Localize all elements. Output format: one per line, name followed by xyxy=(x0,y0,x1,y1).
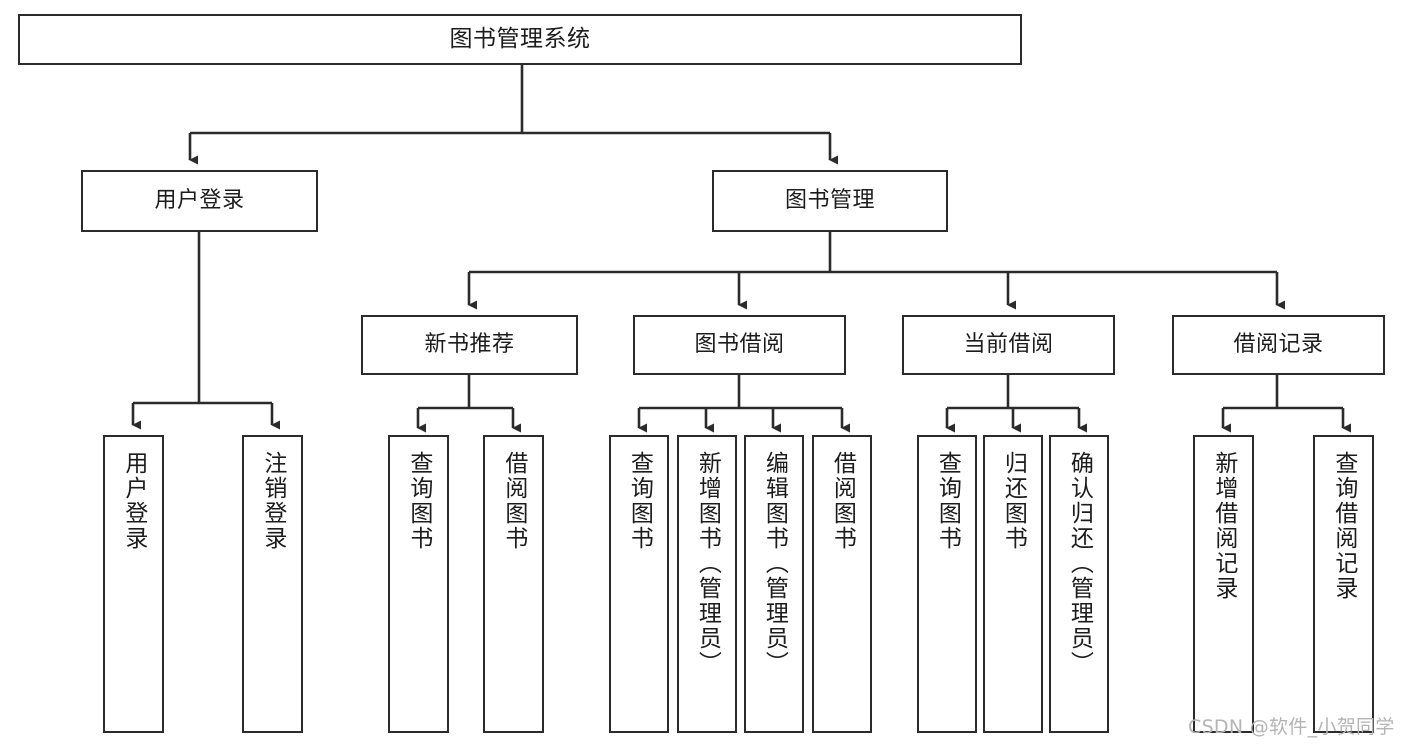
node-label: 图书管理 xyxy=(784,188,875,214)
node-label: 借阅记录 xyxy=(1233,332,1324,358)
node-label: 查询借阅记录 xyxy=(1330,451,1357,601)
leaf-add-book-admin[interactable]: 新增图书（管理员） xyxy=(677,435,737,733)
leaf-query-book-current[interactable]: 查询图书 xyxy=(917,435,977,733)
node-label: 用户登录 xyxy=(154,188,245,214)
node-label: 注销登录 xyxy=(259,451,286,551)
node-label: 查询图书 xyxy=(626,451,653,551)
node-book-borrow[interactable]: 图书借阅 xyxy=(633,315,846,375)
leaf-query-book-borrow[interactable]: 查询图书 xyxy=(609,435,669,733)
node-current-borrow[interactable]: 当前借阅 xyxy=(902,315,1115,375)
node-root-system[interactable]: 图书管理系统 xyxy=(18,14,1022,65)
leaf-logout[interactable]: 注销登录 xyxy=(242,435,303,733)
node-label: 编辑图书（管理员） xyxy=(761,451,788,676)
node-book-management[interactable]: 图书管理 xyxy=(712,170,948,232)
leaf-query-borrow-record[interactable]: 查询借阅记录 xyxy=(1313,435,1374,733)
node-label: 新增图书（管理员） xyxy=(694,451,721,676)
node-label: 确认归还（管理员） xyxy=(1066,451,1093,676)
node-label: 图书借阅 xyxy=(694,332,785,358)
node-label: 新书推荐 xyxy=(424,332,515,358)
leaf-edit-book-admin[interactable]: 编辑图书（管理员） xyxy=(744,435,804,733)
leaf-confirm-return-admin[interactable]: 确认归还（管理员） xyxy=(1049,435,1109,733)
node-borrow-record[interactable]: 借阅记录 xyxy=(1172,315,1385,375)
node-label: 新增借阅记录 xyxy=(1210,451,1237,601)
leaf-add-borrow-record[interactable]: 新增借阅记录 xyxy=(1193,435,1254,733)
node-label: 查询图书 xyxy=(405,451,432,551)
node-label: 图书管理系统 xyxy=(449,25,591,52)
leaf-borrow-book[interactable]: 借阅图书 xyxy=(812,435,872,733)
node-label: 借阅图书 xyxy=(829,451,856,551)
node-label: 用户登录 xyxy=(120,451,147,551)
node-user-login[interactable]: 用户登录 xyxy=(81,170,318,232)
leaf-user-login[interactable]: 用户登录 xyxy=(103,435,164,733)
node-label: 查询图书 xyxy=(934,451,961,551)
leaf-query-book-recommend[interactable]: 查询图书 xyxy=(388,435,449,733)
node-label: 归还图书 xyxy=(1000,451,1027,551)
leaf-return-book[interactable]: 归还图书 xyxy=(983,435,1043,733)
csdn-watermark: CSDN @软件_小贺同学 xyxy=(1188,716,1395,738)
node-new-book-recommend[interactable]: 新书推荐 xyxy=(361,315,578,375)
node-label: 借阅图书 xyxy=(500,451,527,551)
leaf-borrow-book-recommend[interactable]: 借阅图书 xyxy=(483,435,544,733)
node-label: 当前借阅 xyxy=(963,332,1054,358)
